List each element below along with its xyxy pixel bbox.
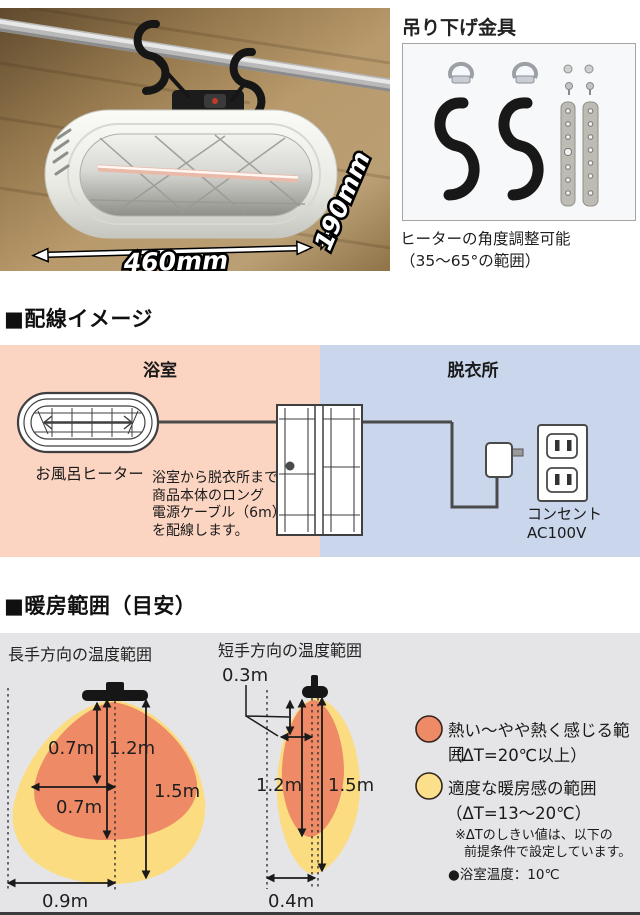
- heating-tube: [97, 164, 299, 183]
- long-bottom-measure: 0.9m: [42, 891, 88, 912]
- power-plug-drawing: [485, 442, 524, 478]
- legend-note-line: ※ΔTのしきい値は、以下の: [455, 828, 613, 843]
- heating-section-heading: ■暖房範囲（目安）: [4, 594, 197, 618]
- cable-note-line: 浴室から脱衣所まで: [152, 470, 278, 486]
- outlet-label: コンセント AC100V: [527, 505, 602, 543]
- wiring-section-heading: ■配線イメージ: [4, 307, 153, 331]
- bath-heater-drawing: [16, 391, 160, 454]
- width-dimension-label: 460mm: [122, 246, 228, 271]
- bath-heater-label: お風呂ヒーター: [35, 465, 144, 483]
- wall-outlet-drawing: [537, 424, 588, 502]
- outlet-label-line1: コンセント: [527, 505, 603, 523]
- protective-cage-wires: [89, 134, 306, 215]
- wiring-diagram: 浴室 脱衣所: [0, 345, 640, 557]
- warm-zone-legend-label: 適度な暖房感の範囲: [448, 779, 597, 798]
- hardware-photo-box: [402, 43, 636, 221]
- heating-range-panel: 長手方向の温度範囲 短手方向の温度範囲: [0, 633, 640, 915]
- short-offset-measure: 0.3m: [222, 665, 268, 686]
- hot-zone-legend-label: 熱い～やや熱く感じる範囲: [448, 721, 630, 764]
- hardware-photo: [434, 61, 599, 207]
- long-outer-measure: 1.5m: [154, 781, 200, 802]
- cable-note-line: 商品本体のロング: [152, 487, 264, 504]
- dimension-arrows-short: [265, 696, 327, 883]
- short-inner-measure: 1.2m: [256, 775, 302, 796]
- door-knob: [285, 461, 295, 471]
- long-direction-title: 長手方向の温度範囲: [8, 645, 153, 664]
- s-carabiner-icon: [434, 97, 544, 201]
- heater-body-photo: [44, 109, 338, 239]
- hot-zone-circle-icon: [415, 715, 443, 743]
- cable-note: 浴室から脱衣所まで 商品本体のロング 電源ケーブル（6m） を配線します。: [152, 470, 286, 540]
- guide-dotted-lines-long: [7, 688, 116, 891]
- wiring-diagram-drawing: [16, 391, 588, 536]
- mounting-plates: [560, 101, 599, 207]
- long-direction-diagram: 0.7m 1.2m 1.5m 0.7m 0.9m: [6, 682, 206, 912]
- product-photo: 460mm 190mm: [0, 8, 390, 271]
- legend-note-line: 前提条件で設定しています。: [464, 844, 632, 860]
- warm-zone-circle-icon: [415, 772, 443, 800]
- warm-zone-legend-swatch: [415, 772, 443, 800]
- dimension-arrows-long: [6, 698, 151, 888]
- hot-zone-long: [34, 702, 198, 841]
- hot-zone-legend-sub: （ΔT=20℃以上）: [446, 746, 587, 765]
- outlet-label-line2: AC100V: [527, 523, 587, 542]
- dressing-room-label: 脱衣所: [447, 361, 499, 381]
- legend-notes: ※ΔTのしきい値は、以下の 前提条件で設定しています。: [455, 828, 631, 862]
- long-mid-measure: 1.2m: [109, 738, 155, 759]
- hardware-caption-line2: （35～65°の範囲）: [400, 252, 541, 271]
- bathroom-door-drawing: [276, 404, 363, 536]
- width-dimension-arrow: 460mm: [31, 240, 314, 271]
- hardware-title: 吊り下げ金具: [402, 17, 517, 39]
- screws-and-nuts: [563, 64, 594, 95]
- cable-note-line: 電源ケーブル（6m）: [152, 505, 286, 521]
- hanging-pole: [0, 18, 390, 92]
- leader-lines-short: [245, 685, 290, 737]
- short-direction-diagram: 0.3m 1.2m 1.5m 0.4m: [222, 665, 374, 912]
- heating-range-diagrams: 0.7m 1.2m 1.5m 0.7m 0.9m: [6, 665, 374, 912]
- short-outer-measure: 1.5m: [328, 775, 374, 796]
- d-ring-hangers: [448, 61, 538, 84]
- side-vents: [52, 128, 72, 176]
- hardware-caption: ヒーターの角度調整可能 （35～65°の範囲）: [400, 228, 571, 273]
- long-horizontal-measure: 0.7m: [56, 797, 102, 818]
- bathroom-label: 浴室: [143, 361, 177, 381]
- short-direction-title: 短手方向の温度範囲: [218, 641, 363, 660]
- short-bottom-measure: 0.4m: [268, 891, 314, 912]
- cable-note-line: を配線します。: [152, 522, 249, 539]
- hot-zone-legend-swatch: [415, 715, 443, 743]
- legend-bath-temp-note: ●浴室温度：10℃: [448, 867, 560, 883]
- heater-silhouette-long: [82, 682, 148, 701]
- long-upper-measure: 0.7m: [48, 738, 94, 759]
- warm-zone-legend-sub: （ΔT=13～20℃）: [446, 804, 592, 823]
- hardware-caption-line1: ヒーターの角度調整可能: [400, 230, 571, 248]
- heater-silhouette-short: [302, 675, 328, 698]
